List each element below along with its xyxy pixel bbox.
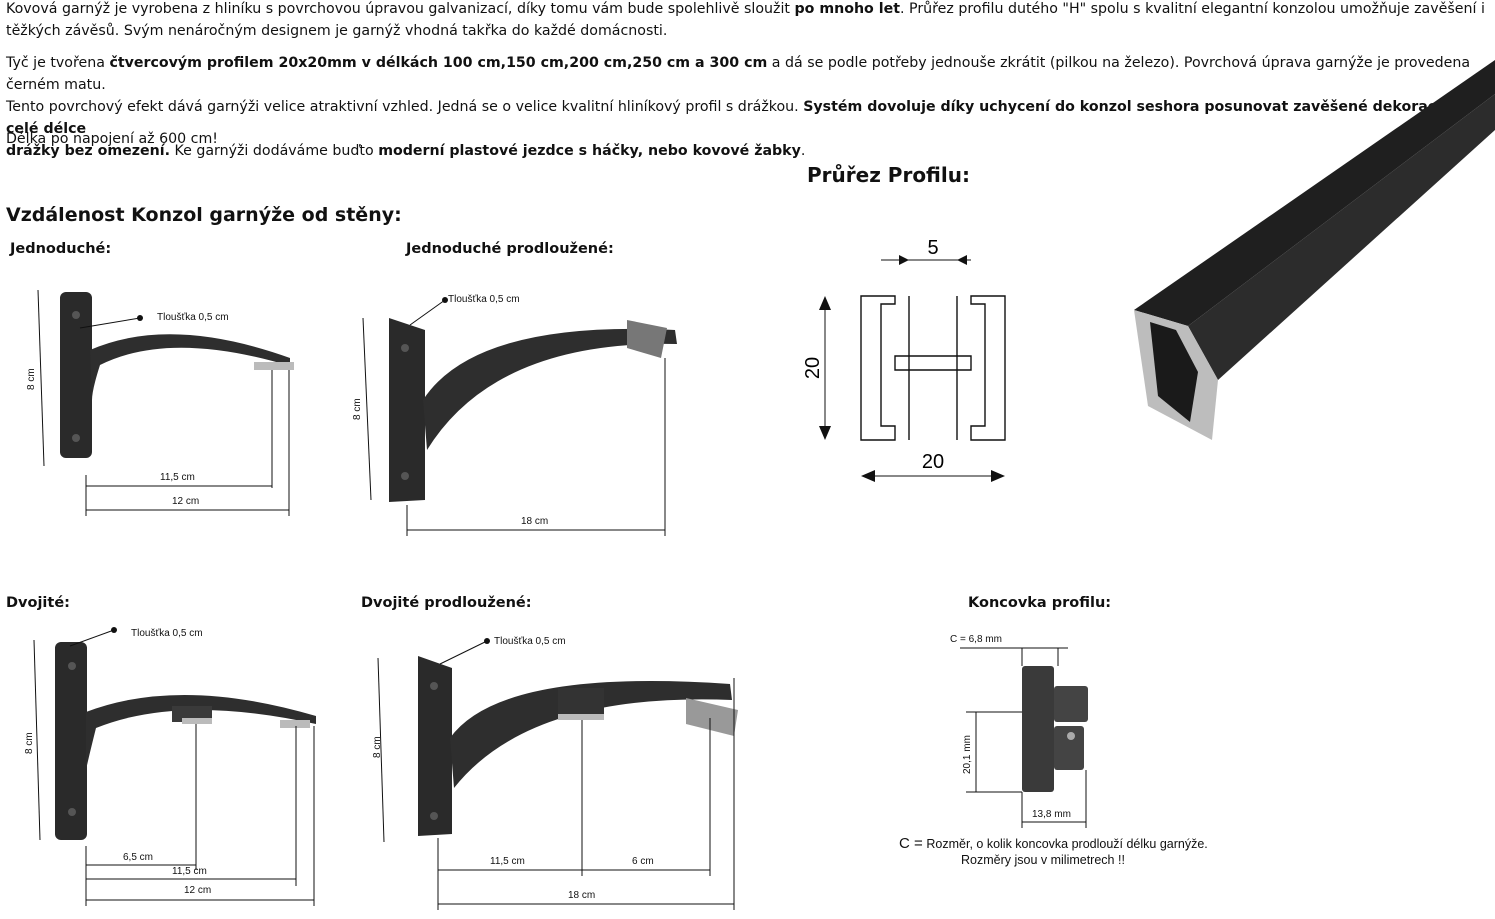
single-title: Jednoduché: bbox=[10, 241, 112, 257]
thickness-label: Tloušťka 0,5 cm bbox=[157, 312, 229, 323]
height-label: 8 cm bbox=[372, 736, 383, 758]
dim-label-2: 11,5 cm bbox=[172, 866, 207, 877]
single-ext-title: Jednoduché prodloužené: bbox=[406, 241, 614, 257]
rail-rendering bbox=[1134, 60, 1495, 440]
dim-label-3: 12 cm bbox=[184, 885, 211, 896]
double-bracket-figure: Tloušťka 0,5 cm 8 cm 6,5 cm 11,5 cm 12 c… bbox=[24, 627, 316, 906]
dim-label-1: 11,5 cm bbox=[490, 856, 525, 867]
dim-top-label: 5 bbox=[927, 237, 938, 259]
cap-note-line-2: Rozměry jsou v milimetrech !! bbox=[961, 853, 1125, 867]
thickness-label: Tloušťka 0,5 cm bbox=[448, 294, 520, 305]
dim-width-label: 20 bbox=[922, 451, 944, 473]
double-ext-bracket-figure: Tloušťka 0,5 cm 8 cm 11,5 cm 6 cm 18 cm bbox=[372, 636, 738, 910]
cap-w-label: 13,8 mm bbox=[1032, 809, 1071, 820]
dim-label-2: 6 cm bbox=[632, 856, 654, 867]
dim-height-label: 20 bbox=[802, 357, 824, 379]
h-profile-drawing bbox=[860, 295, 1006, 441]
double-title: Dvojité: bbox=[6, 595, 70, 611]
dim-label-1: 6,5 cm bbox=[123, 852, 153, 863]
single-ext-bracket-figure: Tloušťka 0,5 cm 8 cm 18 cm bbox=[352, 294, 677, 536]
bracket-drawing bbox=[55, 642, 316, 840]
profile-heading: Průřez Profilu: bbox=[807, 163, 970, 187]
cap-c-label: C = 6,8 mm bbox=[950, 634, 1002, 645]
profile-section-figure: 5 20 20 bbox=[802, 237, 1006, 482]
cap-h-label: 20,1 mm bbox=[962, 735, 973, 774]
single-bracket-figure: Tloušťka 0,5 cm 8 cm 11,5 cm 12 cm bbox=[26, 289, 294, 516]
thickness-label: Tloušťka 0,5 cm bbox=[494, 636, 566, 647]
section-heading: Vzdálenost Konzol garnýže od stěny: bbox=[6, 204, 402, 226]
height-label: 8 cm bbox=[24, 732, 35, 754]
bracket-drawing bbox=[418, 656, 738, 836]
intro-paragraph-2: Tyč je tvořena čtvercovým profilem 20x20… bbox=[6, 55, 1471, 159]
dim-label-1: 11,5 cm bbox=[160, 472, 195, 483]
thickness-label: Tloušťka 0,5 cm bbox=[131, 628, 203, 639]
double-ext-title: Dvojité prodloužené: bbox=[361, 595, 532, 611]
height-label: 8 cm bbox=[352, 398, 363, 420]
dim-label-2: 12 cm bbox=[172, 496, 199, 507]
intro-paragraph-3: Délka po napojení až 600 cm! bbox=[6, 131, 218, 147]
dim-label-3: 18 cm bbox=[568, 890, 595, 901]
end-cap-drawing bbox=[1022, 666, 1088, 792]
intro-paragraph-1: Kovová garnýž je vyrobena z hliníku s po… bbox=[6, 1, 1485, 39]
cap-note-prefix: C = bbox=[899, 835, 923, 852]
cap-note: C = Rozměr, o kolik koncovka prodlouží d… bbox=[899, 835, 1208, 867]
cap-note-line-1: Rozměr, o kolik koncovka prodlouží délku… bbox=[926, 837, 1208, 851]
dim-label-1: 18 cm bbox=[521, 516, 548, 527]
end-cap-figure: C = 6,8 mm 20,1 mm 13,8 mm bbox=[950, 634, 1088, 828]
bracket-drawing bbox=[60, 292, 294, 458]
bracket-drawing bbox=[389, 318, 677, 502]
cap-title: Koncovka profilu: bbox=[968, 595, 1112, 611]
height-label: 8 cm bbox=[26, 368, 37, 390]
